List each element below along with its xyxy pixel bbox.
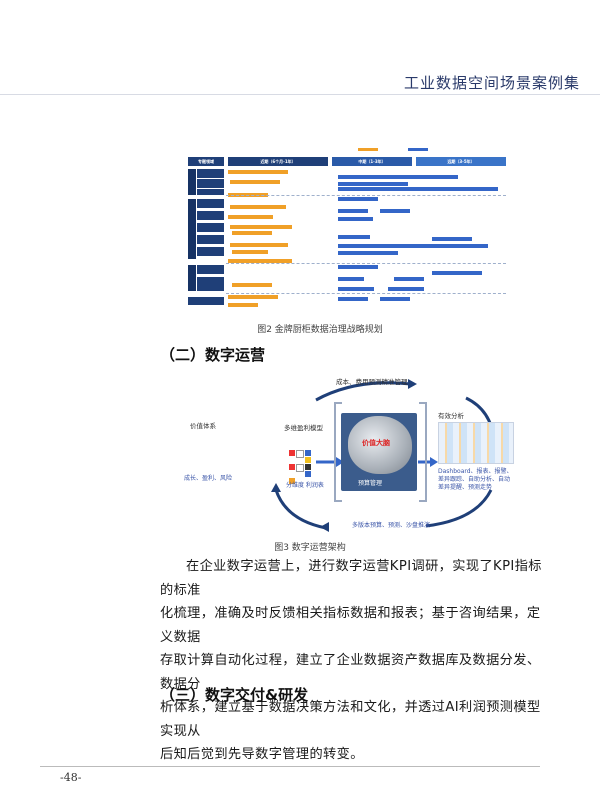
page-number: -48-	[60, 771, 82, 784]
header-label: 专题领域	[188, 157, 224, 166]
right-sub3: 差异提醒、预测走势	[438, 484, 493, 491]
para-line: 析体系，建立基于数据决策方法和文化，并透过AI利润预测模型实现从	[160, 700, 541, 739]
left-sub: 成长、盈利、风险	[184, 475, 233, 482]
phase-mid: 中期（1-3年）	[332, 157, 412, 166]
para-line: 在企业数字运营上，进行数字运营KPI调研，实现了KPI指标的标准	[160, 559, 542, 598]
model-title: 多维盈利模型	[284, 424, 323, 432]
brain-icon	[348, 416, 412, 474]
right-title: 有效分析	[438, 412, 464, 420]
roadmap-figure: 专题领域 近期（6个月-1年） 中期（1-3年） 远期（3-5年）	[188, 147, 506, 313]
right-sub1: Dashboard、报表、报警、	[438, 468, 513, 475]
phase-near: 近期（6个月-1年）	[228, 157, 328, 166]
legend	[338, 147, 498, 153]
book-title: 工业数据空间场景案例集	[403, 74, 580, 92]
header-rule	[0, 94, 600, 95]
top-label: 成本、费用预测精准管理	[336, 378, 408, 386]
body-paragraph: 在企业数字运营上，进行数字运营KPI调研，实现了KPI指标的标准 化梳理，准确及…	[160, 555, 545, 767]
para-line: 化梳理，准确及时反馈相关指标数据和报表；基于咨询结果，定义数据	[160, 606, 541, 645]
footer-rule	[40, 766, 540, 767]
dashboard-thumbnail	[438, 422, 514, 464]
model-sub: 分维度 利润表	[286, 482, 324, 489]
left-title: 价值体系	[190, 422, 216, 430]
para-line: 后知后觉到先导数字管理的转变。	[160, 747, 364, 762]
phase-far: 远期（3-5年）	[416, 157, 506, 166]
cube-graphic	[288, 449, 314, 484]
para-line: 存取计算自动化过程，建立了企业数据资产数据库及数据分发、数据分	[160, 653, 541, 692]
operations-figure: 成本、费用预测精准管理 价值体系 成长、盈利、风险 多维盈利模型 分维度 利润表…	[176, 370, 526, 538]
figure3-caption: 图3 数字运营架构	[274, 543, 346, 553]
section2-heading: （二）数字运营	[160, 346, 266, 364]
figure2-caption: 图2 金牌厨柜数据治理战略规划	[257, 325, 383, 335]
bottom-label: 多版本预算、预测、沙盘推演	[352, 522, 431, 529]
brain-text: 价值大脑	[362, 439, 390, 447]
predict-label: 预算管理	[358, 480, 383, 487]
right-sub2: 差异跟踪、自助分析、自动	[438, 476, 511, 483]
section3-heading: （三）数字交付&研发	[160, 686, 309, 704]
